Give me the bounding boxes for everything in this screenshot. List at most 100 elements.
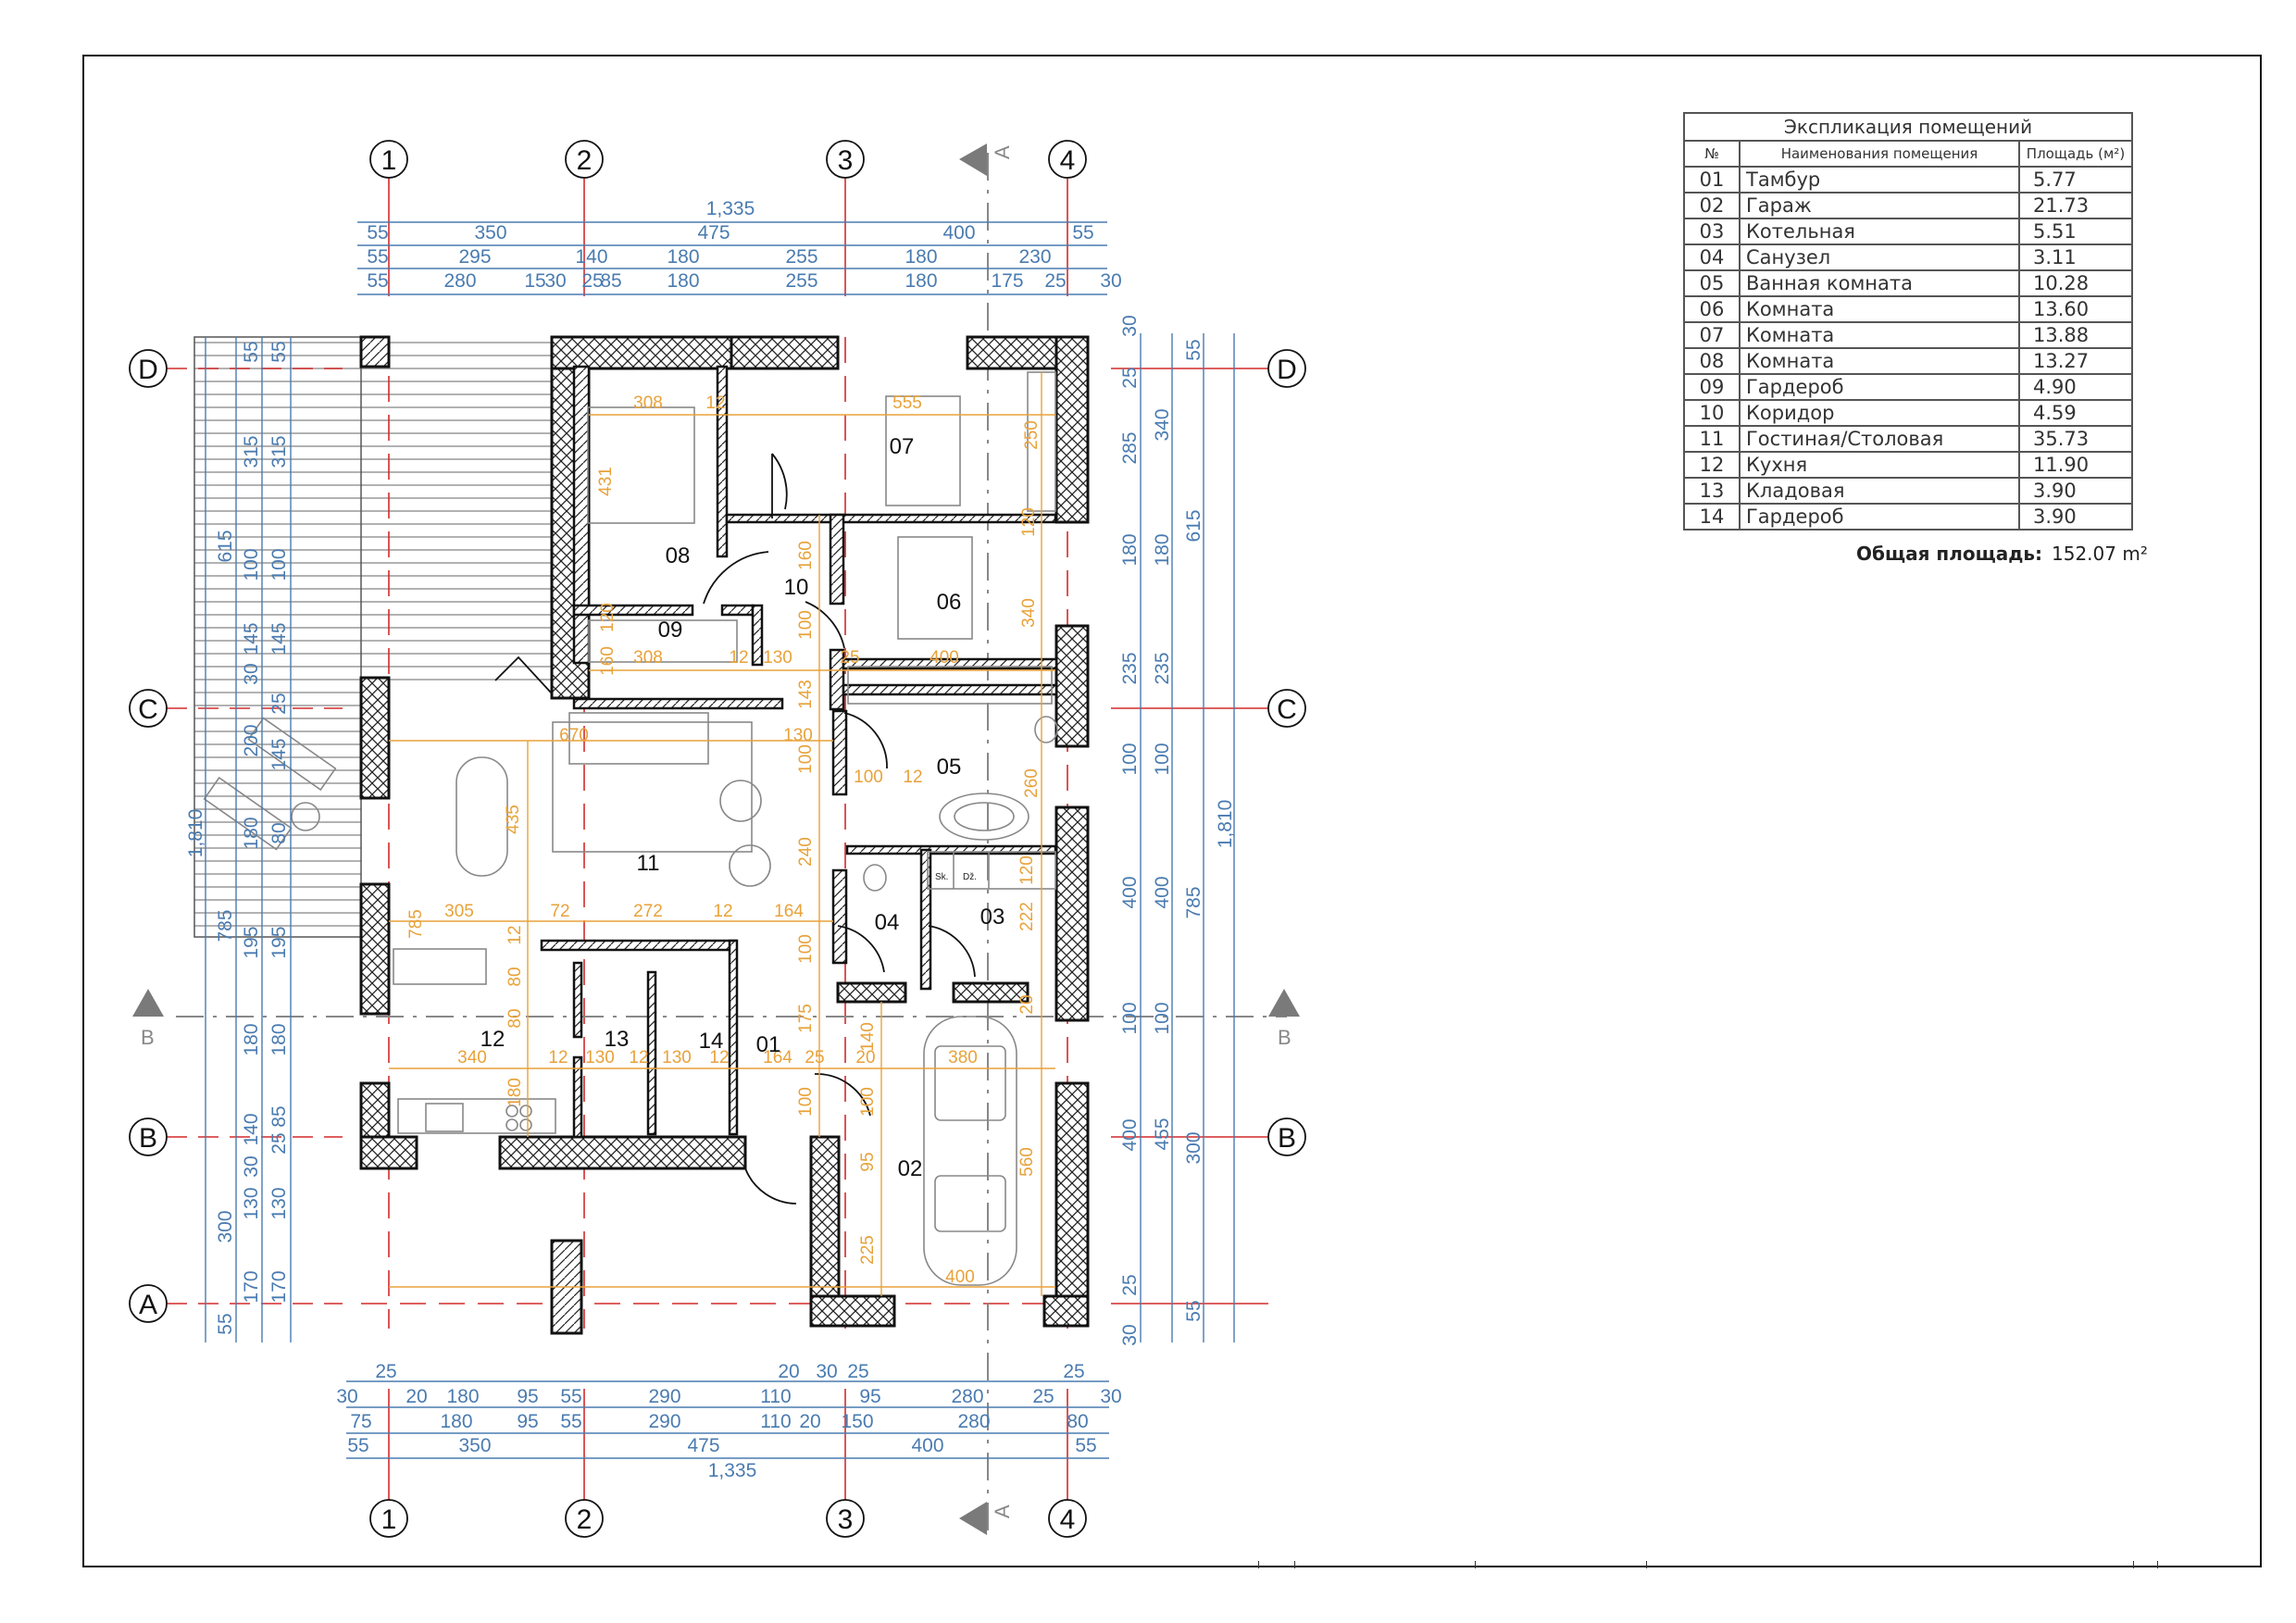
inner-dimension-label: 120 — [598, 603, 618, 632]
inner-dimension-label: 100 — [796, 610, 816, 640]
frame-tick — [2133, 1561, 2134, 1568]
dimension-label: 55 — [347, 1435, 368, 1456]
cell-num: 03 — [1683, 218, 1741, 245]
section-markers — [132, 144, 1300, 1535]
total-area-label: Общая площадь: — [1856, 543, 2042, 565]
dimension-label: 55 — [1183, 1300, 1204, 1321]
dimension-label: 180 — [905, 270, 937, 292]
dimension-label: 20 — [778, 1361, 799, 1382]
inner-dimension-label: 100 — [854, 768, 883, 787]
dimension-label: 25 — [1119, 1274, 1141, 1295]
dimension-label: 400 — [942, 222, 975, 243]
inner-dimension-label: 305 — [444, 902, 474, 921]
grid-bubble-d-left — [129, 349, 168, 388]
section-a-label-bottom: A — [991, 1504, 1014, 1518]
inner-measure-lines — [389, 372, 1055, 1296]
grid-bubble-c-left — [129, 689, 168, 728]
dimension-label: 280 — [957, 1411, 990, 1432]
room-number-07: 07 — [890, 434, 915, 459]
dimension-label: 80 — [268, 822, 290, 843]
grid-bubble-2-top — [565, 140, 604, 179]
dimension-label: 55 — [367, 246, 388, 268]
cell-area: 35.73 — [2018, 425, 2133, 453]
inner-dimension-label: 670 — [559, 726, 589, 745]
inner-dimension-label: 12 — [629, 1048, 648, 1067]
room-number-03: 03 — [980, 905, 1005, 930]
inner-dimension-label: 20 — [855, 1048, 875, 1067]
frame-tick — [1475, 1561, 1476, 1568]
dimension-label: 100 — [268, 548, 290, 581]
bath-cabinet-label-1: Sk. — [935, 872, 948, 882]
dimension-label: 290 — [648, 1386, 680, 1407]
cell-area: 13.27 — [2018, 347, 2133, 375]
frame-tick — [1258, 1561, 1259, 1568]
inner-dimension-label: 12 — [505, 925, 525, 944]
cell-name: Тамбур — [1739, 166, 2020, 194]
cell-name: Кладовая — [1739, 477, 2020, 505]
inner-dimension-label: 431 — [596, 467, 616, 496]
dimension-label: 195 — [241, 926, 262, 958]
grid-label-a-left: A — [139, 1290, 157, 1320]
dimension-label: 30 — [1100, 1386, 1121, 1407]
section-b-arrow-left — [132, 989, 164, 1017]
dimension-label: 110 — [760, 1411, 791, 1432]
dimension-label: 25 — [847, 1361, 868, 1382]
cell-num: 09 — [1683, 373, 1741, 401]
inner-dimension-label: 100 — [858, 1087, 878, 1117]
inner-dimension-label: 130 — [585, 1048, 615, 1067]
room-number-08: 08 — [666, 543, 691, 568]
inner-dimension-label: 100 — [796, 1087, 816, 1117]
section-b-arrow-right — [1268, 989, 1300, 1017]
cell-num: 07 — [1683, 321, 1741, 349]
inner-dimension-label: 175 — [796, 1004, 816, 1033]
cell-name: Гардероб — [1739, 503, 2020, 531]
dimension-label: 785 — [1183, 886, 1204, 918]
cell-num: 08 — [1683, 347, 1741, 375]
dimension-label: 1,810 — [1215, 800, 1236, 849]
dimension-label: 180 — [241, 1023, 262, 1055]
inner-dimension-label: 12 — [709, 1048, 729, 1067]
inner-dimension-label: 20 — [1017, 994, 1037, 1014]
dimension-lines — [205, 221, 1235, 1459]
dimension-label: 300 — [215, 1210, 236, 1242]
cell-name: Гостиная/Столовая — [1739, 425, 2020, 453]
dimension-label: 140 — [575, 246, 607, 268]
room-number-11: 11 — [637, 851, 660, 876]
grid-bubble-b-right — [1267, 1117, 1306, 1156]
cell-name: Ванная комната — [1739, 269, 2020, 297]
inner-dimension-label: 120 — [1019, 507, 1039, 537]
room-number-01: 01 — [756, 1032, 781, 1057]
dimension-label: 55 — [560, 1411, 581, 1432]
cell-num: 10 — [1683, 399, 1741, 427]
dimension-label: 170 — [268, 1270, 290, 1303]
cell-name: Гараж — [1739, 192, 2020, 219]
inner-dimension-label: 164 — [774, 902, 804, 921]
inner-dimension-label: 140 — [858, 1022, 878, 1052]
inner-dimension-label: 555 — [892, 393, 922, 413]
grid-label-c-left: C — [138, 694, 158, 725]
inner-dimension-label: 308 — [633, 393, 663, 413]
dimension-label: 85 — [268, 1105, 290, 1127]
total-area: Общая площадь:152.07 m² — [1856, 543, 2148, 565]
cell-area: 4.59 — [2018, 399, 2133, 427]
section-a-arrow-bottom — [959, 1502, 987, 1535]
inner-dimension-label: 12 — [903, 768, 922, 787]
dimension-label: 180 — [446, 1386, 479, 1407]
dimension-label: 95 — [859, 1386, 880, 1407]
dimension-label: 25 — [581, 270, 603, 292]
section-a-label-top: A — [991, 145, 1014, 159]
inner-dimension-label: 180 — [505, 1078, 525, 1107]
dimension-label: 95 — [517, 1386, 538, 1407]
cell-area: 5.51 — [2018, 218, 2133, 245]
grid-label-2-top: 2 — [577, 145, 593, 176]
dimension-label: 130 — [268, 1187, 290, 1219]
dimension-label: 25 — [375, 1361, 396, 1382]
